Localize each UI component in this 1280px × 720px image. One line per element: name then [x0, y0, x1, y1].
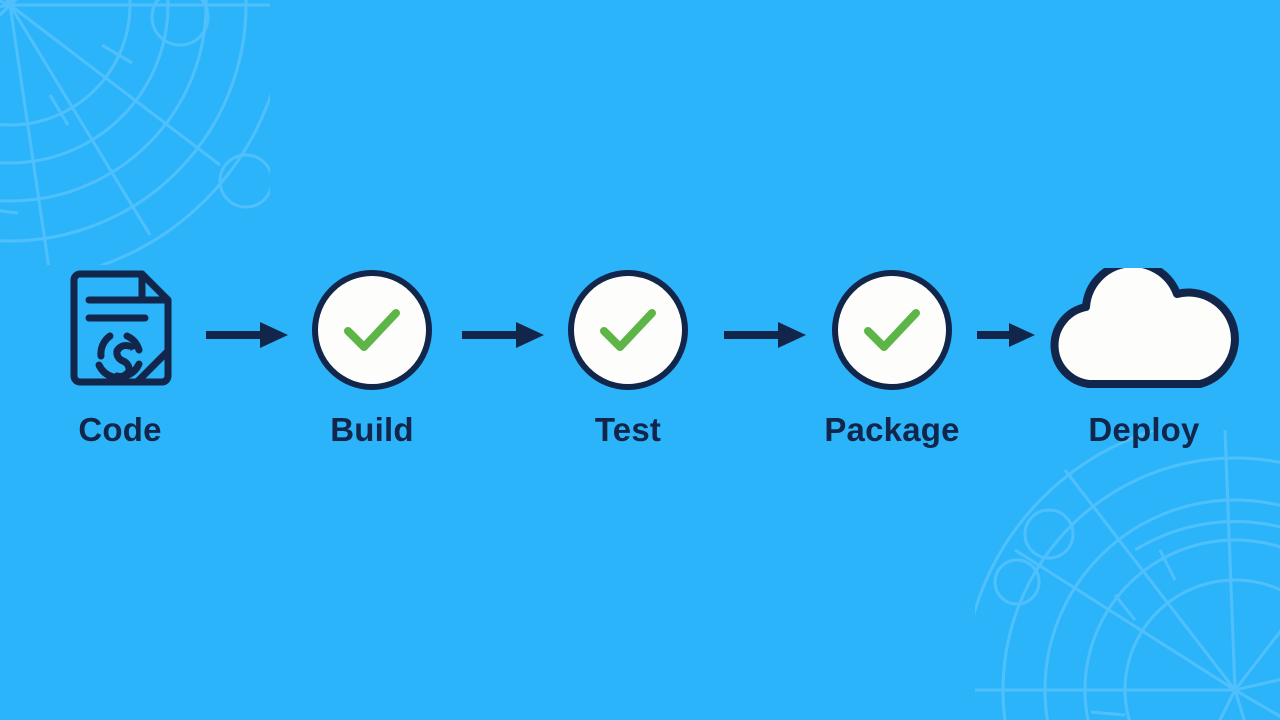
pipeline-step-package-label: Package — [824, 411, 960, 448]
pipeline-step-deploy[interactable]: Deploy — [1040, 265, 1248, 446]
pipeline-step-package[interactable]: Package — [824, 265, 959, 446]
check-icon — [344, 309, 400, 351]
arrow-test-to-package-icon — [724, 322, 806, 348]
arrow-code-to-build-icon — [206, 322, 288, 348]
arrow-package-to-deploy-icon — [977, 323, 1035, 347]
cloud-icon — [1050, 268, 1239, 388]
pipeline-step-build[interactable]: Build — [312, 265, 432, 446]
pipeline-step-deploy-label: Deploy — [1088, 411, 1200, 448]
pipeline-step-package-art — [832, 265, 952, 395]
pipeline-step-test[interactable]: Test — [568, 265, 688, 446]
check-circle-test — [568, 270, 688, 390]
pipeline-step-test-label: Test — [594, 411, 662, 448]
pipeline-step-build-art — [312, 265, 432, 395]
check-circle-build — [312, 270, 432, 390]
arrow-build-to-test-icon — [462, 322, 544, 348]
pipeline-step-code-label: Code — [78, 411, 162, 448]
check-icon — [600, 309, 656, 351]
check-icon — [864, 309, 920, 351]
pipeline-step-code-art — [65, 265, 175, 395]
pipeline-step-deploy-art — [1044, 265, 1244, 395]
pipeline-step-code[interactable]: Code — [55, 265, 185, 446]
document-code-icon — [70, 270, 172, 385]
pipeline-step-build-label: Build — [330, 411, 414, 448]
check-circle-package — [832, 270, 952, 390]
pipeline-step-test-art — [568, 265, 688, 395]
